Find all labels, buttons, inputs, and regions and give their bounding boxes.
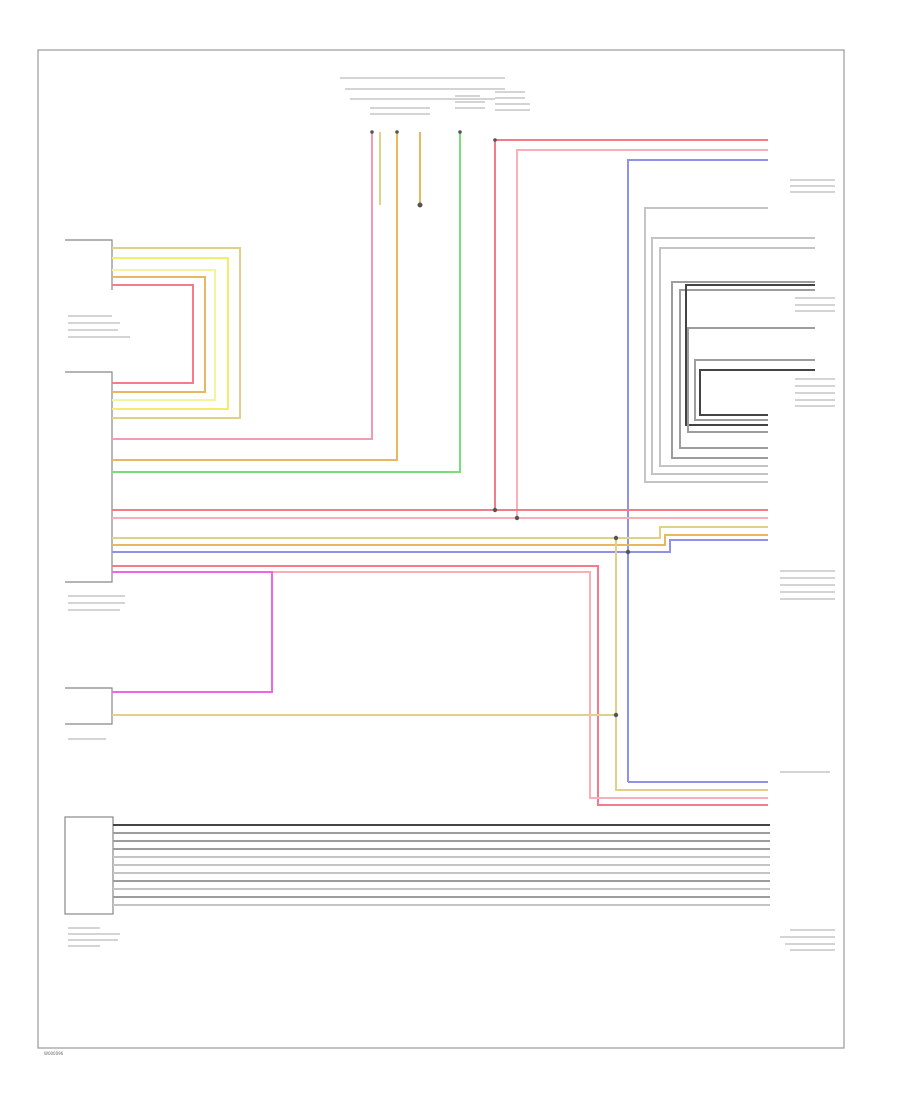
right-labels [780, 179, 835, 951]
wire-group-gray-right [644, 207, 815, 483]
diagram-frame [37, 49, 845, 1049]
wire-yellow-2 [112, 269, 216, 401]
connector-top-left [65, 239, 130, 338]
wire-gray-3 [659, 247, 815, 467]
wire-group-top-left [112, 247, 241, 419]
wire-tan-low [615, 538, 768, 791]
wire-magenta [112, 571, 273, 693]
module-left [65, 371, 125, 611]
wire-gray-7 [694, 359, 815, 421]
switch-lower-left [65, 687, 113, 740]
wire-tan-1 [112, 247, 241, 419]
module-bottom-left-labels [68, 927, 120, 947]
wire-group-upper [112, 132, 461, 473]
wire-group-red-top [494, 139, 768, 782]
header-block [340, 77, 530, 115]
wire-red-top-1 [494, 139, 768, 510]
wire-gray-2 [651, 237, 815, 475]
wire-yellow-1 [112, 257, 229, 410]
wire-tan-mid [112, 526, 768, 539]
wire-group-bottom-bundle [113, 824, 770, 906]
module-bottom-left [64, 816, 114, 915]
wire-blue-mid [112, 539, 768, 553]
wire-blue-top [627, 159, 768, 782]
wire-red-top-2 [516, 149, 768, 518]
wire-gray-6 [687, 327, 815, 433]
splice-dots [370, 130, 631, 718]
wire-dkgray-1 [685, 284, 815, 426]
wire-dkgray-2 [699, 369, 815, 416]
wire-orange-mid [112, 534, 768, 546]
wire-orange-1 [112, 276, 206, 393]
wire-pink-low [112, 571, 768, 799]
wire-red-1 [112, 284, 194, 384]
wire-gray-1 [644, 207, 768, 483]
diagram-id: W000096 [44, 1051, 64, 1056]
wire-red-low [112, 565, 768, 806]
wire-orange-upper [112, 132, 398, 461]
wire-gray-4 [671, 281, 815, 459]
wire-gray-5 [679, 289, 815, 449]
wire-green-upper [112, 132, 461, 473]
wire-group-middle-bus [112, 509, 768, 806]
wire-pink-upper [112, 132, 373, 440]
